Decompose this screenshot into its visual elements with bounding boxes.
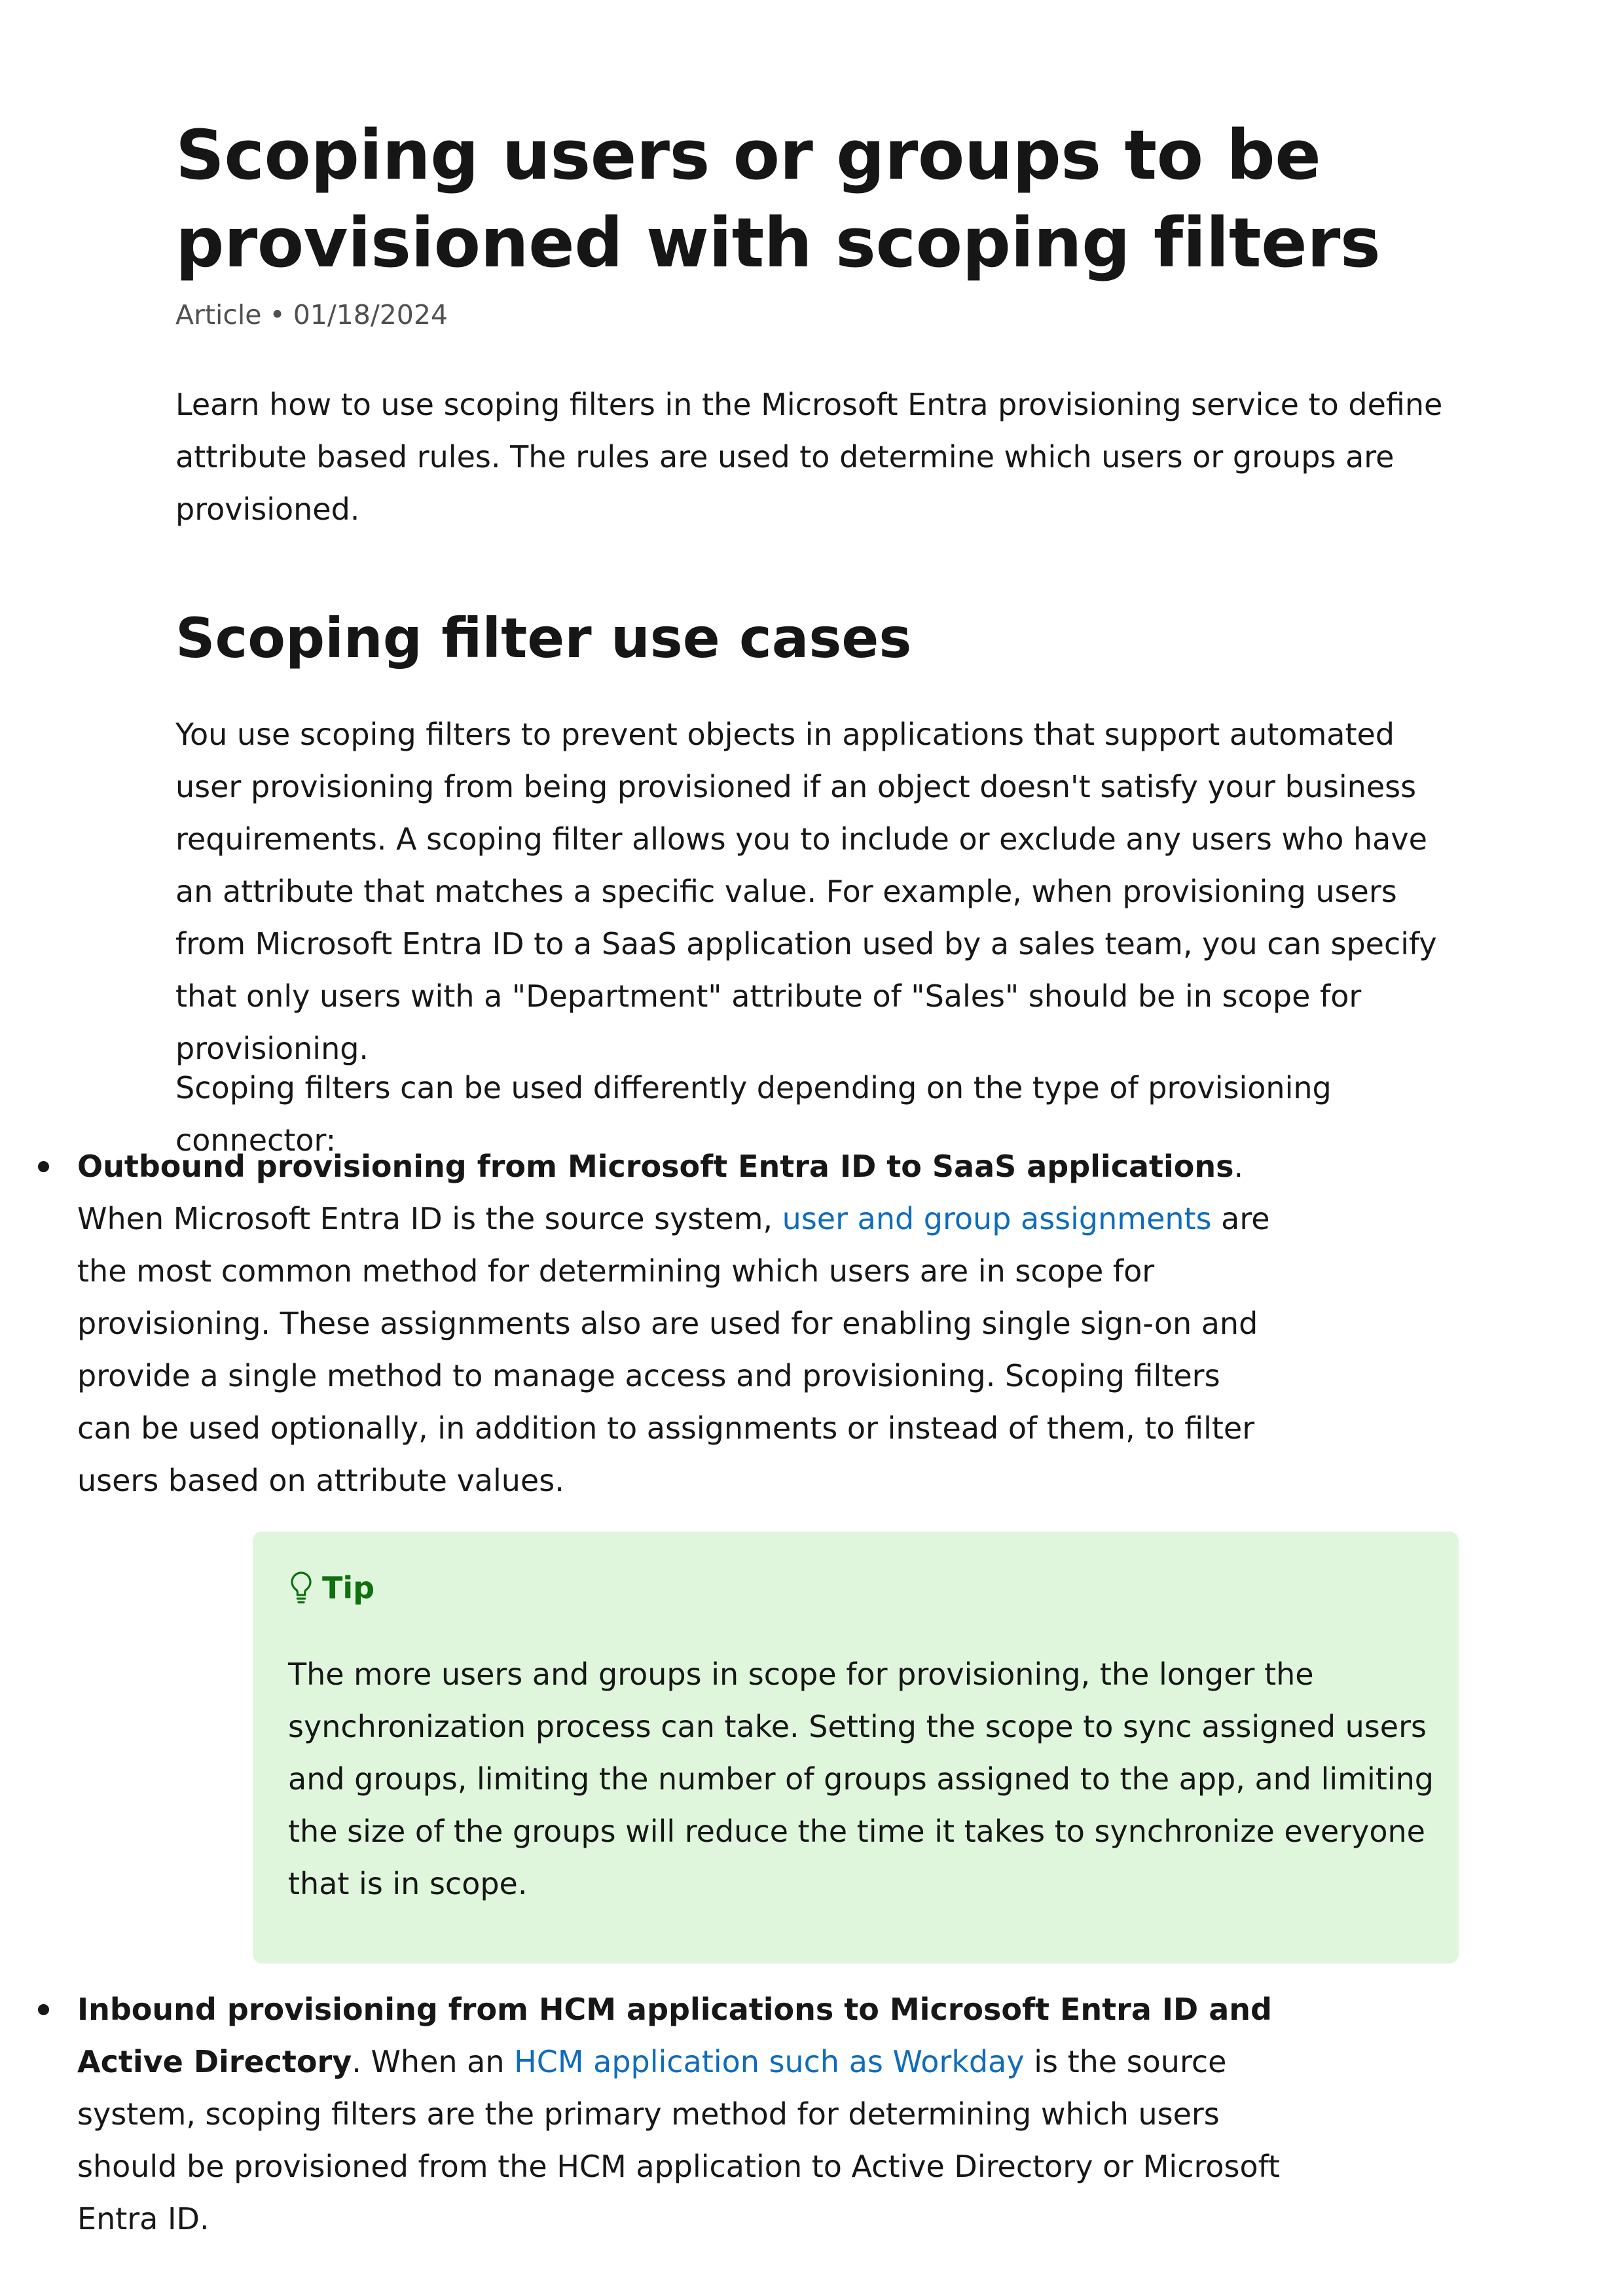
list-item-title: Outbound provisioning from Microsoft Ent… (77, 1149, 1234, 1184)
hcm-workday-link[interactable]: HCM application such as Workday (514, 2044, 1025, 2079)
article-meta: Article•01/18/2024 (175, 298, 448, 331)
list-item-text: . When an (352, 2044, 515, 2079)
list-item-text: . When Microsoft Entra ID is the source … (77, 1149, 1244, 1236)
list-item-title: Inbound provisioning from HCM applicatio… (77, 1992, 1272, 2079)
list-item: Outbound provisioning from Microsoft Ent… (38, 1140, 1283, 1507)
list-item-text: is the source system, scoping filters ar… (77, 2044, 1281, 2236)
user-group-assignments-link[interactable]: user and group assignments (782, 1201, 1212, 1236)
section-paragraph: You use scoping filters to prevent objec… (175, 717, 1437, 1066)
list-item: Inbound provisioning from HCM applicatio… (38, 1983, 1283, 2245)
meta-separator: • (269, 299, 285, 331)
intro-paragraph: Learn how to use scoping filters in the … (175, 387, 1443, 527)
list-item-text: are the most common method for determini… (77, 1201, 1270, 1498)
tip-body: The more users and groups in scope for p… (288, 1657, 1434, 1901)
article-type: Article (175, 299, 262, 331)
tip-callout: Tip The more users and groups in scope f… (253, 1532, 1459, 1964)
tip-label: Tip (322, 1570, 375, 1605)
page-title: Scoping users or groups to be provisione… (175, 115, 1381, 283)
section-heading: Scoping filter use cases (175, 606, 912, 670)
section-paragraph: Scoping filters can be used differently … (175, 1070, 1332, 1158)
tip-header: Tip (288, 1568, 374, 1607)
article-date: 01/18/2024 (293, 299, 448, 331)
lightbulb-icon (291, 1571, 312, 1604)
